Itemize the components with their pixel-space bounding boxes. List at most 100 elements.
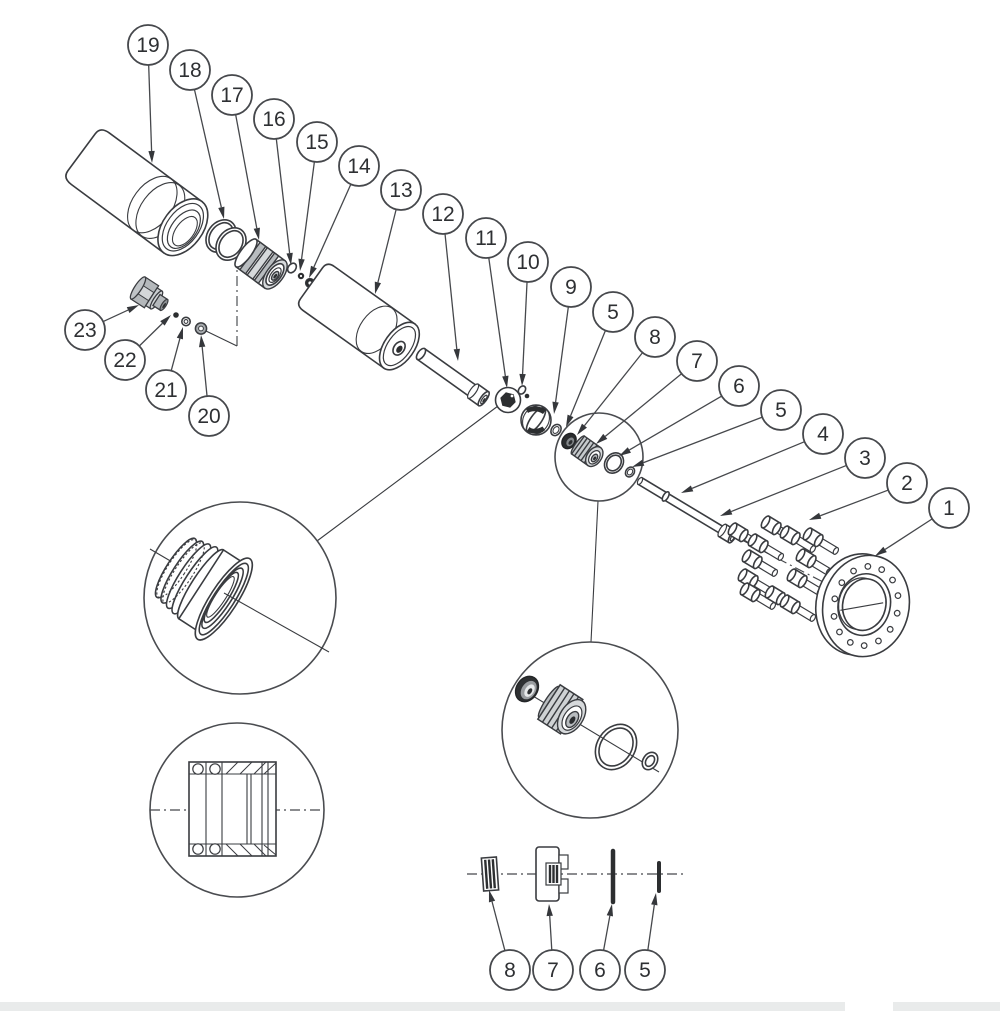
callout-5-15: 5 bbox=[632, 389, 802, 467]
leader-arrowhead bbox=[519, 373, 526, 386]
part-5-oring-a bbox=[550, 423, 562, 437]
balloon-number: 7 bbox=[691, 350, 703, 373]
leader-arrowhead bbox=[809, 512, 822, 520]
callout-10-9: 10 bbox=[507, 241, 549, 386]
balloon-circle bbox=[188, 395, 230, 437]
part-11-rod-end bbox=[494, 386, 522, 414]
balloon-circle bbox=[64, 309, 106, 351]
balloon-circle bbox=[338, 145, 380, 187]
balloon-number: 18 bbox=[178, 59, 201, 82]
balloon-number: 13 bbox=[389, 179, 412, 202]
seal-kit-axis bbox=[517, 686, 660, 773]
part-22-ball bbox=[173, 312, 179, 318]
balloon-circle bbox=[886, 462, 928, 504]
callout-13-6: 13 bbox=[374, 169, 422, 294]
leader-arrowhead bbox=[875, 546, 887, 556]
balloon-circle bbox=[489, 949, 531, 991]
callout-9-10: 9 bbox=[550, 266, 592, 414]
callout-7-13: 7 bbox=[596, 340, 718, 444]
balloon-circle bbox=[718, 365, 760, 407]
balloon-number: 12 bbox=[431, 203, 454, 226]
balloon-circle bbox=[211, 74, 253, 116]
piston-section-body bbox=[188, 761, 277, 857]
leader-arrowhead bbox=[619, 447, 631, 456]
callout-5-27: 5 bbox=[624, 893, 666, 991]
leader-arrowhead bbox=[253, 227, 260, 240]
balloon-number: 6 bbox=[733, 375, 745, 398]
balloon-number: 7 bbox=[547, 959, 559, 982]
leader-arrowhead bbox=[596, 433, 608, 444]
part-5-oring-b bbox=[624, 466, 636, 478]
leader-line bbox=[488, 257, 506, 377]
leader-line bbox=[819, 489, 889, 517]
leader-line bbox=[170, 338, 181, 371]
balloon-circle bbox=[127, 24, 169, 66]
leader-arrowhead bbox=[577, 423, 587, 435]
leader-line bbox=[629, 395, 723, 451]
balloon-circle bbox=[676, 340, 718, 382]
leader-arrowhead bbox=[488, 890, 496, 903]
balloon-circle bbox=[844, 437, 886, 479]
balloon-number: 20 bbox=[197, 405, 220, 428]
leader-line bbox=[602, 915, 611, 951]
balloon-number: 3 bbox=[859, 447, 871, 470]
leader-line bbox=[554, 306, 569, 403]
leader-line bbox=[275, 138, 291, 254]
balloon-circle bbox=[104, 339, 146, 381]
balloon-number: 1 bbox=[943, 497, 955, 520]
balloon-number: 11 bbox=[475, 227, 497, 250]
balloon-circle bbox=[579, 949, 621, 991]
balloon-circle bbox=[507, 241, 549, 283]
callout-7-25: 7 bbox=[532, 904, 574, 991]
leader-line bbox=[102, 309, 129, 323]
leader-line bbox=[549, 915, 553, 951]
balloon-circle bbox=[253, 98, 295, 140]
piston-seal-stack bbox=[154, 537, 254, 641]
leader-arrowhead bbox=[453, 348, 460, 361]
balloon-circle bbox=[592, 291, 634, 333]
balloon-number: 14 bbox=[347, 155, 371, 178]
part-23-port-fitting bbox=[129, 276, 169, 312]
leader-line bbox=[300, 161, 316, 260]
leader-line bbox=[201, 346, 208, 397]
leader-line bbox=[730, 464, 847, 513]
leader-arrowhead bbox=[720, 508, 733, 516]
leader-line bbox=[148, 64, 153, 152]
balloon-circle bbox=[802, 413, 844, 455]
leader-line bbox=[521, 281, 528, 375]
leader-line bbox=[569, 330, 607, 417]
part-7-section bbox=[535, 846, 569, 902]
balloon-number: 17 bbox=[220, 84, 243, 107]
callout-19-0: 19 bbox=[127, 24, 169, 163]
part-10-clip bbox=[517, 385, 530, 399]
leader-arrowhead bbox=[546, 904, 553, 917]
balloon-circle bbox=[760, 389, 802, 431]
part-9-spherical-cage bbox=[520, 404, 552, 436]
leader-arrowhead bbox=[176, 327, 183, 340]
detail-centerline-b bbox=[223, 592, 330, 653]
leader-arrowhead bbox=[218, 206, 225, 219]
callout-20-23: 20 bbox=[188, 335, 230, 437]
leader-arrowhead bbox=[566, 414, 574, 427]
leader-line bbox=[642, 416, 763, 464]
leader-arrowhead bbox=[552, 401, 559, 414]
balloon-number: 16 bbox=[262, 108, 285, 131]
part-19-cylinder-tube bbox=[65, 129, 209, 257]
footer-strip-right bbox=[893, 1002, 1000, 1011]
callout-16-3: 16 bbox=[253, 98, 295, 265]
callout-1-19: 1 bbox=[875, 487, 970, 556]
seal-bearing-large bbox=[514, 675, 540, 703]
callout-21-22: 21 bbox=[145, 327, 187, 411]
callout-4-16: 4 bbox=[681, 413, 844, 493]
detail-view-seal-group-inline bbox=[554, 412, 644, 502]
callout-6-14: 6 bbox=[619, 365, 760, 456]
balloon-number: 9 bbox=[565, 276, 577, 299]
callout-23-20: 23 bbox=[64, 305, 139, 351]
callout-8-24: 8 bbox=[488, 890, 531, 991]
seal-section-strip bbox=[467, 846, 687, 905]
leader-line bbox=[647, 904, 655, 951]
leader-arrowhead bbox=[198, 335, 206, 348]
balloon-number: 21 bbox=[154, 379, 177, 402]
callout-12-7: 12 bbox=[422, 193, 464, 361]
